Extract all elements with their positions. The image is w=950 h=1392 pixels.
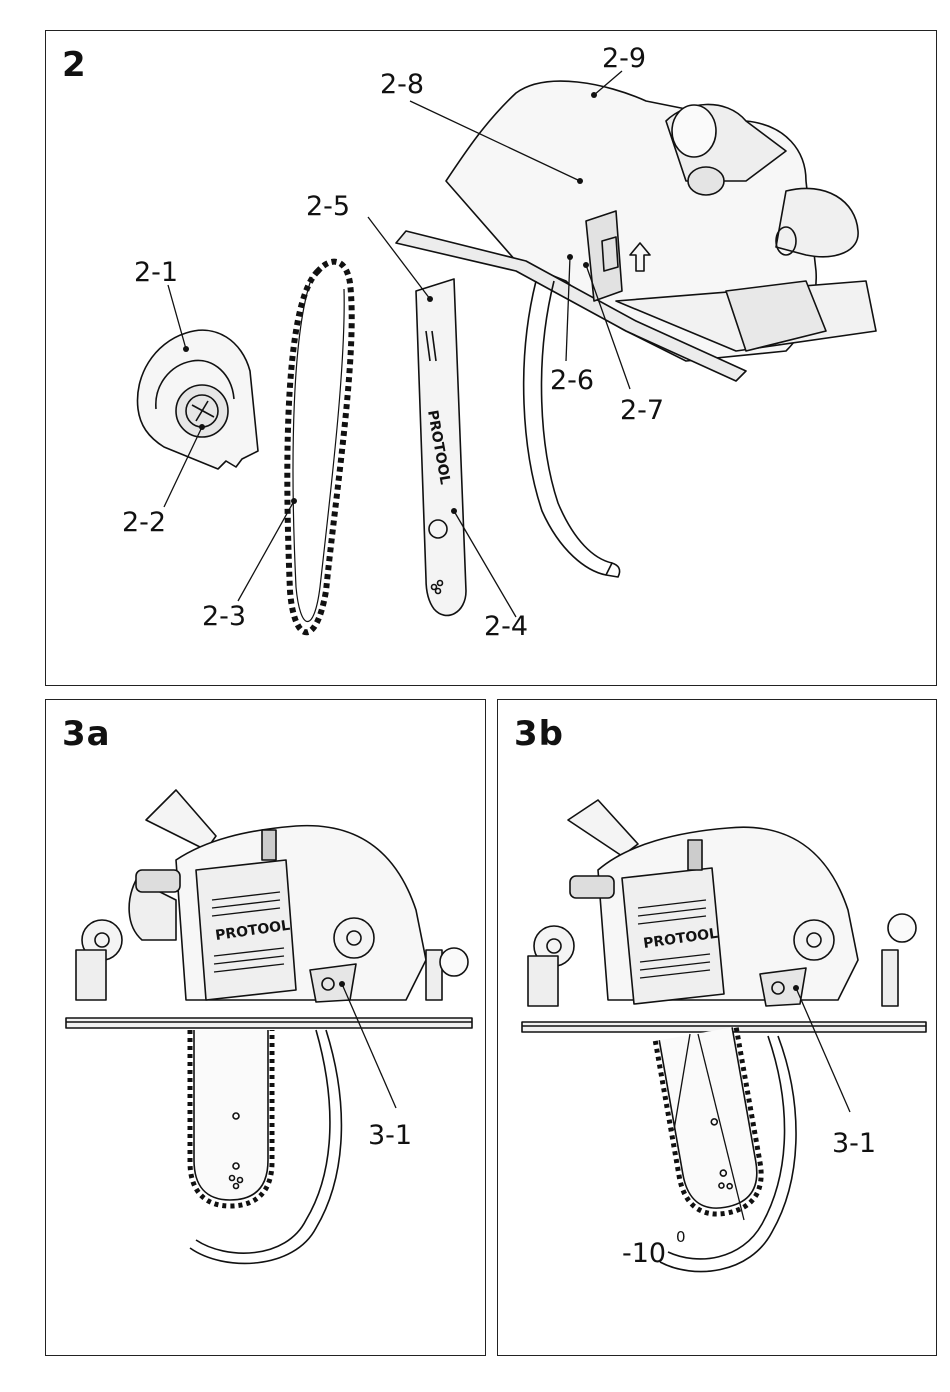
label-2-5: 2-5	[306, 191, 350, 222]
label-2-4: 2-4	[484, 611, 528, 642]
label-2-2: 2-2	[122, 507, 166, 538]
label-2-8: 2-8	[380, 69, 424, 100]
angle-label: -10	[622, 1238, 666, 1269]
label-2-1: 2-1	[134, 257, 178, 288]
figure-3b-panel: 3b	[497, 699, 937, 1356]
figure-3a-panel: 3a	[45, 699, 486, 1356]
figure-2-panel: 2	[45, 30, 937, 686]
degree-mark: 0	[676, 1228, 686, 1246]
label-3-1: 3-1	[368, 1120, 412, 1151]
figure-3b-drawing: PROTOOL 3-1 -10 0	[498, 700, 938, 1357]
chain-cover-drawing	[137, 330, 258, 469]
label-3-1: 3-1	[832, 1128, 876, 1159]
label-2-9: 2-9	[602, 43, 646, 74]
saw-unit-drawing	[396, 81, 876, 577]
label-2-6: 2-6	[550, 365, 594, 396]
saw-chain-drawing	[287, 262, 351, 633]
figure-3a-drawing: PROTOOL 3-1	[46, 700, 487, 1357]
label-2-3: 2-3	[202, 601, 246, 632]
figure-2-drawing: PROTOOL 2-1 2-2 2-3 2-4 2-5 2-6 2-7 2-8 …	[46, 31, 938, 687]
label-2-7: 2-7	[620, 395, 664, 426]
